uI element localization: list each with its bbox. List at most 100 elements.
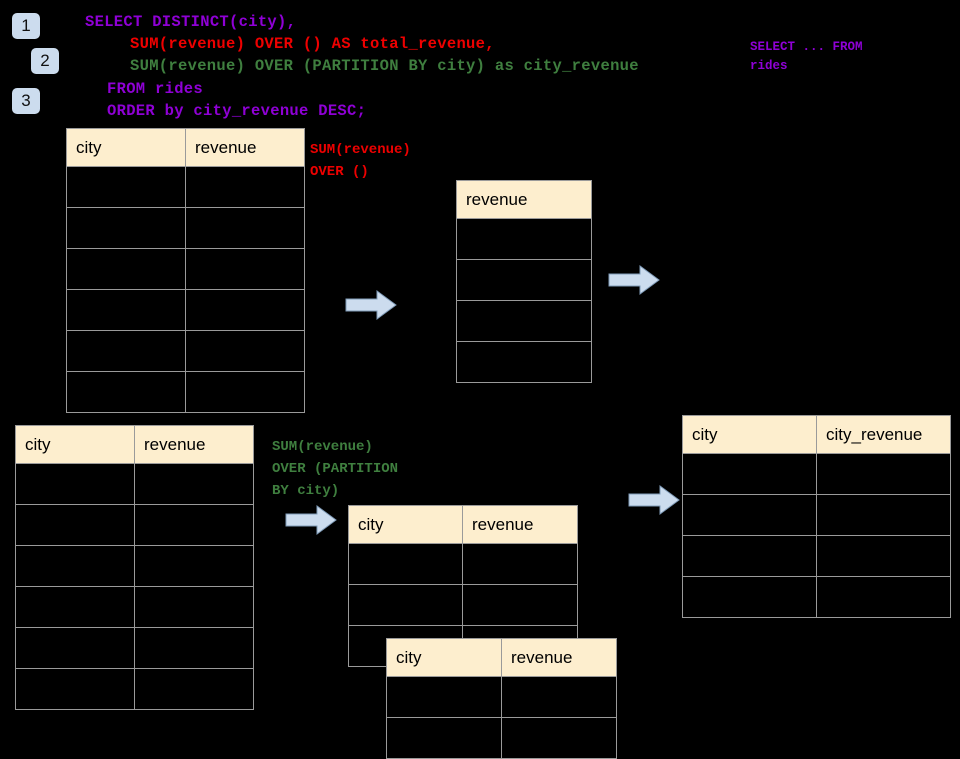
table-row bbox=[66, 289, 305, 331]
cell bbox=[134, 504, 254, 546]
cell bbox=[462, 584, 578, 626]
cell bbox=[185, 330, 305, 372]
cell bbox=[348, 584, 463, 626]
cell bbox=[682, 576, 817, 618]
table-row bbox=[66, 248, 305, 290]
cell bbox=[134, 545, 254, 587]
cell bbox=[66, 289, 186, 331]
arrow-source-to-partition bbox=[285, 505, 337, 535]
table-header-row: city city_revenue bbox=[682, 415, 951, 454]
table-row bbox=[15, 627, 254, 669]
column-header-city: city bbox=[386, 638, 502, 677]
cell bbox=[185, 289, 305, 331]
annotation-sum-over-partition: SUM(revenue) OVER (PARTITION BY city) bbox=[272, 439, 399, 499]
step-badge-3[interactable]: 3 bbox=[12, 88, 40, 114]
cell bbox=[386, 676, 502, 718]
table-header-row: city revenue bbox=[386, 638, 617, 677]
cell bbox=[15, 463, 135, 505]
table-row bbox=[66, 207, 305, 249]
annotation-sum-over-empty: SUM(revenue) OVER () bbox=[310, 142, 411, 180]
table-row bbox=[66, 371, 305, 413]
cell bbox=[456, 259, 592, 301]
cell bbox=[501, 676, 617, 718]
cell bbox=[501, 717, 617, 759]
table-partition-group-front: city revenue bbox=[386, 638, 617, 759]
table-header-row: city revenue bbox=[66, 128, 305, 167]
sql-line-from: FROM rides bbox=[107, 80, 204, 98]
cell bbox=[15, 668, 135, 710]
cell bbox=[15, 586, 135, 628]
cell bbox=[462, 543, 578, 585]
arrow-total-to-result bbox=[608, 265, 660, 295]
slide-canvas: 1 2 3 SELECT DISTINCT(city), SUM(revenue… bbox=[12, 13, 951, 759]
table-row bbox=[15, 668, 254, 710]
sql-line-sum-over-empty: SUM(revenue) OVER () AS total_revenue, bbox=[130, 35, 495, 53]
column-header-city: city bbox=[15, 425, 135, 464]
table-row bbox=[66, 166, 305, 208]
cell bbox=[386, 717, 502, 759]
arrow-source-to-total bbox=[345, 290, 397, 320]
table-row bbox=[682, 494, 951, 536]
table-row bbox=[456, 300, 592, 342]
table-row bbox=[15, 504, 254, 546]
table-source-rides-top: city revenue bbox=[66, 128, 305, 413]
table-row bbox=[15, 545, 254, 587]
cell bbox=[816, 494, 951, 536]
step-badge-2-label: 2 bbox=[40, 51, 50, 70]
cell bbox=[682, 535, 817, 577]
step-badge-2[interactable]: 2 bbox=[31, 48, 59, 74]
table-row bbox=[456, 341, 592, 383]
cell bbox=[185, 371, 305, 413]
table-row bbox=[386, 676, 617, 718]
cell bbox=[185, 166, 305, 208]
cell bbox=[682, 453, 817, 495]
cell bbox=[682, 494, 817, 536]
cell bbox=[66, 330, 186, 372]
cell bbox=[134, 586, 254, 628]
cell bbox=[66, 207, 186, 249]
cell bbox=[185, 207, 305, 249]
table-result-city-revenue: city city_revenue bbox=[682, 415, 951, 618]
column-header-city: city bbox=[66, 128, 186, 167]
annotation-select-from-rides: SELECT ... FROM rides bbox=[750, 40, 863, 73]
cell bbox=[816, 535, 951, 577]
table-row bbox=[456, 218, 592, 260]
table-row bbox=[456, 259, 592, 301]
arrow-partition-to-result bbox=[628, 485, 680, 515]
table-header-row: city revenue bbox=[348, 505, 578, 544]
cell bbox=[816, 453, 951, 495]
step-badge-1[interactable]: 1 bbox=[12, 13, 40, 39]
table-header-row: revenue bbox=[456, 180, 592, 219]
cell bbox=[134, 668, 254, 710]
cell bbox=[185, 248, 305, 290]
step-badge-3-label: 3 bbox=[21, 91, 31, 110]
table-row bbox=[15, 463, 254, 505]
cell bbox=[134, 463, 254, 505]
step-badge-1-label: 1 bbox=[21, 16, 31, 35]
cell bbox=[15, 504, 135, 546]
column-header-revenue: revenue bbox=[185, 128, 305, 167]
sql-line-select: SELECT DISTINCT(city), bbox=[85, 13, 297, 31]
cell bbox=[134, 627, 254, 669]
table-row bbox=[682, 535, 951, 577]
cell bbox=[15, 627, 135, 669]
table-row bbox=[66, 330, 305, 372]
cell bbox=[66, 248, 186, 290]
cell bbox=[66, 166, 186, 208]
table-row bbox=[682, 576, 951, 618]
cell bbox=[456, 218, 592, 260]
sql-line-order-by: ORDER by city_revenue DESC; bbox=[107, 102, 367, 120]
column-header-revenue: revenue bbox=[501, 638, 617, 677]
column-header-revenue: revenue bbox=[456, 180, 592, 219]
column-header-revenue: revenue bbox=[462, 505, 578, 544]
table-header-row: city revenue bbox=[15, 425, 254, 464]
sql-line-sum-over-partition: SUM(revenue) OVER (PARTITION BY city) as… bbox=[130, 57, 639, 75]
cell bbox=[66, 371, 186, 413]
column-header-city: city bbox=[682, 415, 817, 454]
table-row bbox=[386, 717, 617, 759]
table-row bbox=[348, 543, 578, 585]
table-row bbox=[348, 584, 578, 626]
column-header-city: city bbox=[348, 505, 463, 544]
cell bbox=[348, 543, 463, 585]
table-row bbox=[682, 453, 951, 495]
